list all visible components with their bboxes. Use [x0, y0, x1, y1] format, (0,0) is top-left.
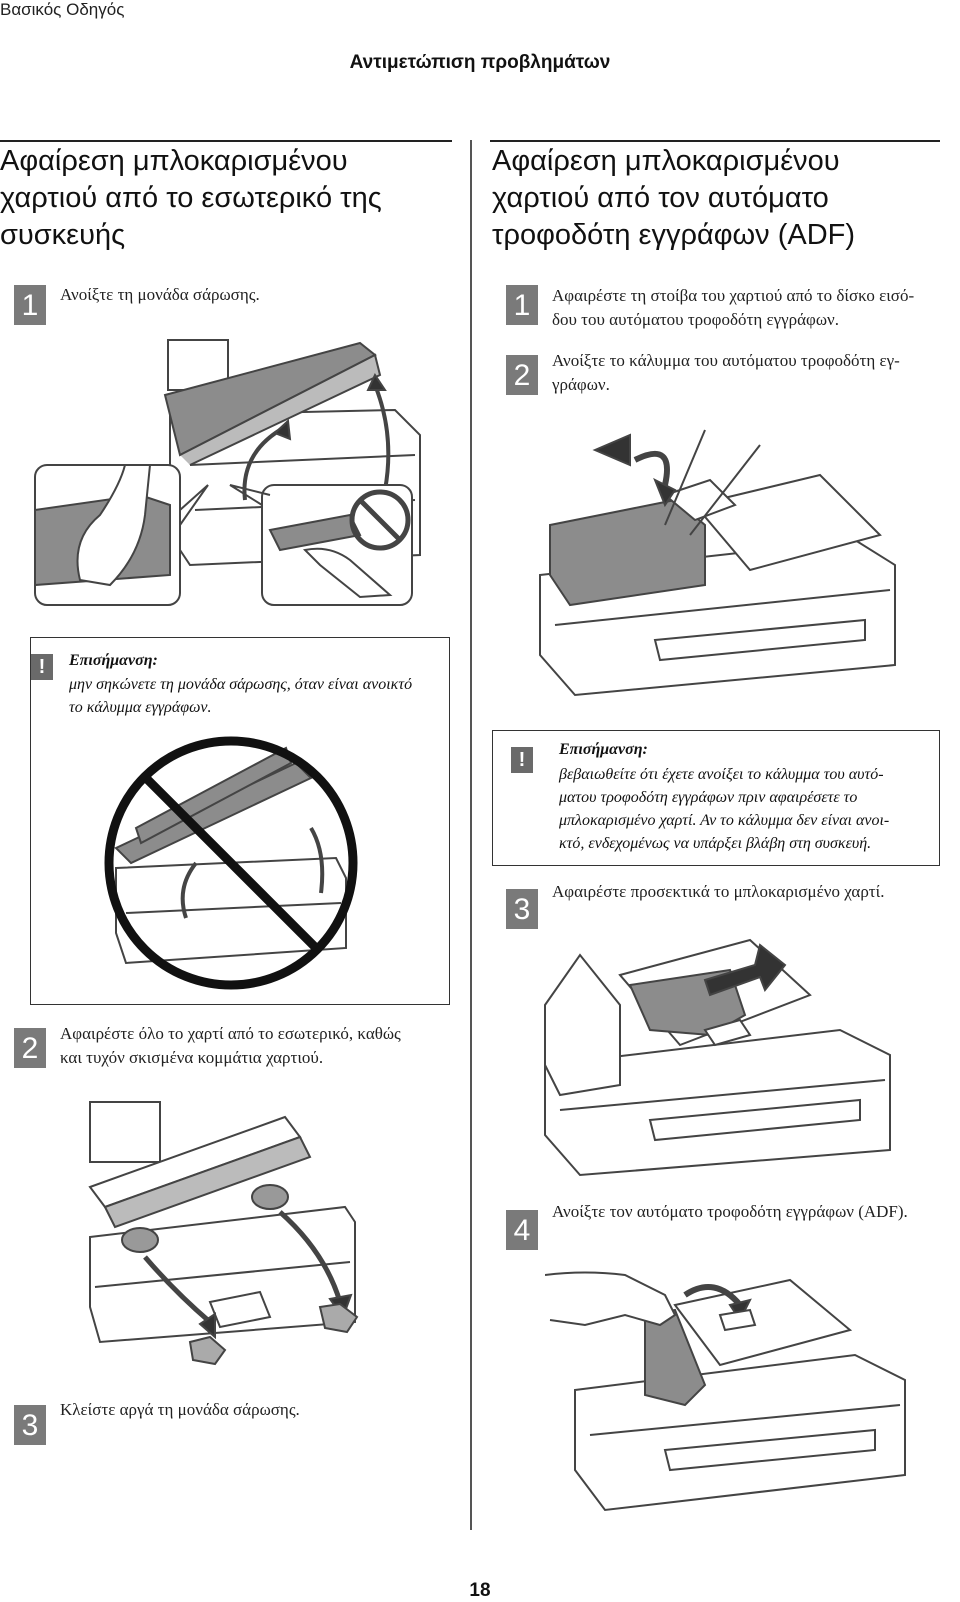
- right-note-body: βεβαιωθείτε ότι έχετε ανοίξει το κάλυμμα…: [559, 766, 890, 852]
- left-step-2-text: Αφαιρέστε όλο το χαρτί από το εσωτερικό,…: [60, 1024, 401, 1067]
- right-step-3-text: Αφαιρέστε προσεκτικά το μπλοκαρισμένο χα…: [552, 882, 885, 901]
- open-adf-cover-illustration: [535, 425, 905, 705]
- left-section-rule: [0, 140, 452, 142]
- open-scanner-illustration: [30, 335, 430, 615]
- no-lift-scanner-illustration: [96, 728, 366, 993]
- right-step-4-number: 4: [506, 1210, 538, 1250]
- left-step-1-number: 1: [14, 285, 46, 325]
- column-divider: [470, 140, 472, 1530]
- right-warning-note: ! Επισήμανση: βεβαιωθείτε ότι έχετε ανοί…: [492, 730, 940, 866]
- left-step-3-number: 3: [14, 1405, 46, 1445]
- right-step-3-number: 3: [506, 889, 538, 929]
- right-note-title: Επισήμανση:: [559, 741, 648, 758]
- warning-icon: !: [31, 654, 53, 680]
- right-step-2-text: Ανοίξτε το κάλυμμα του αυτόματου τροφοδό…: [552, 351, 900, 394]
- left-note-body: μην σηκώνετε τη μονάδα σάρωσης, όταν είν…: [69, 676, 413, 716]
- left-note-title: Επισήμανση:: [69, 652, 158, 669]
- open-adf-illustration: [545, 1265, 915, 1520]
- left-step-2-number: 2: [14, 1028, 46, 1068]
- right-step-2-number: 2: [506, 355, 538, 395]
- remove-paper-illustration: [85, 1092, 370, 1372]
- guide-name: Βασικός Οδηγός: [0, 0, 125, 19]
- left-step-1-text: Ανοίξτε τη μονάδα σάρωσης.: [60, 285, 260, 304]
- right-step-1-text: Αφαιρέστε τη στοίβα του χαρτιού από το δ…: [552, 286, 915, 329]
- remove-jammed-paper-illustration: [540, 935, 900, 1180]
- warning-icon: !: [511, 747, 533, 773]
- right-step-4-text: Ανοίξτε τον αυτόματο τροφοδότη εγγράφων …: [552, 1202, 908, 1221]
- right-step-1-number: 1: [506, 285, 538, 325]
- chapter-title: Αντιμετώπιση προβλημάτων: [349, 52, 611, 73]
- page-number: 18: [469, 1580, 491, 1601]
- right-section-title: Αφαίρεση μπλοκαρισμένου χαρτιού από τον …: [492, 145, 856, 251]
- right-section-rule: [490, 140, 940, 142]
- left-warning-note: ! Επισήμανση: μην σηκώνετε τη μονάδα σάρ…: [30, 637, 450, 1005]
- left-step-3-text: Κλείστε αργά τη μονάδα σάρωσης.: [60, 1400, 300, 1419]
- left-section-title: Αφαίρεση μπλοκαρισμένου χαρτιού από το ε…: [0, 145, 382, 251]
